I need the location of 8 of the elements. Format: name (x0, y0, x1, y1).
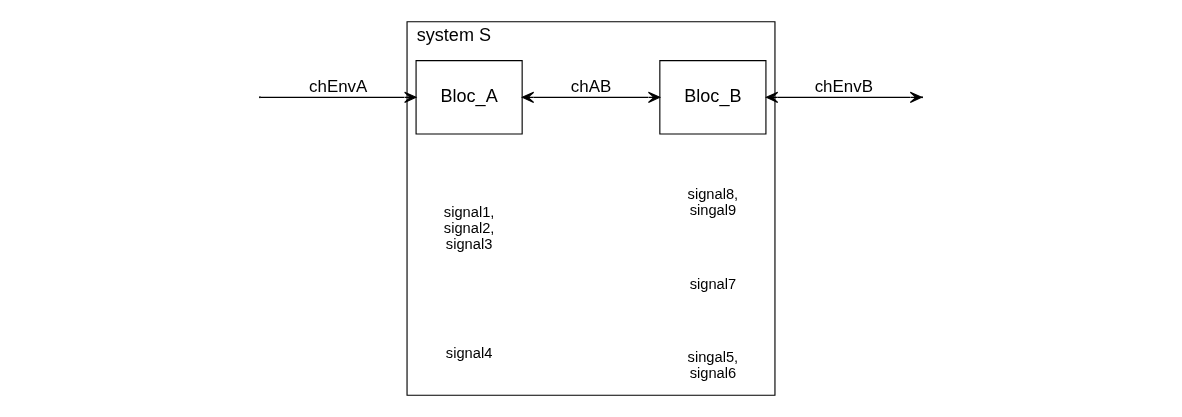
edge-label: chAB (570, 76, 612, 96)
edge-label: chEnvA (309, 76, 368, 96)
label: signal1, signal2, signal3 (443, 204, 495, 253)
label: signal8, singal9 (687, 186, 739, 219)
label: singal5, signal6 (687, 348, 739, 381)
label: signal4 (445, 345, 493, 362)
edge-label: chEnvB (814, 76, 873, 96)
label: signal7 (689, 275, 737, 292)
